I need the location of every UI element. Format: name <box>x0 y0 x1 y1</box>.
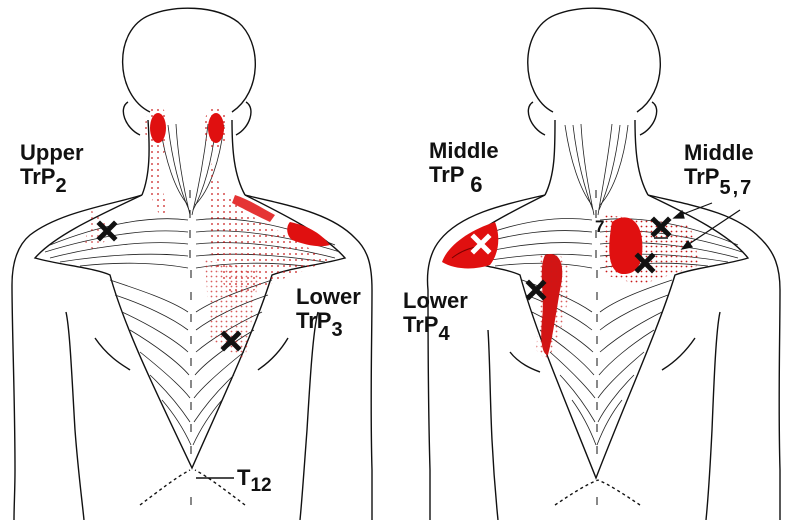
label-prefix: TrP <box>403 312 439 337</box>
label-lower-trp3: Lower TrP3 <box>296 284 361 342</box>
label-prefix: TrP <box>296 308 332 333</box>
label-title: Lower <box>403 288 468 313</box>
x-mark-icon <box>220 330 242 352</box>
left-trapezius-outline <box>33 194 347 470</box>
label-title: Middle <box>429 138 499 163</box>
label-subscript: 6 <box>470 172 483 197</box>
label-title: Lower <box>296 284 361 309</box>
right-spine <box>595 190 598 505</box>
left-figure <box>11 7 373 520</box>
right-pain-zones <box>442 215 700 360</box>
label-middle-trp6: Middle TrP 6 <box>429 138 499 197</box>
label-middle-trp5-7: Middle TrP5,7 <box>684 140 754 200</box>
label-lower-trp4: Lower TrP4 <box>403 288 468 346</box>
vertebra-number-label: 7 <box>595 217 605 236</box>
label-prefix: TrP <box>684 164 720 189</box>
right-torso-outline <box>426 194 546 520</box>
x-mark-icon <box>634 252 656 274</box>
x-mark-icon <box>650 216 672 238</box>
label-t12: T12 <box>237 465 272 496</box>
label-prefix: TrP <box>429 162 465 187</box>
label-title: Upper <box>20 140 84 165</box>
left-torso-outline <box>11 194 143 520</box>
arrow-icon <box>672 202 741 250</box>
label-upper-trp2: Upper TrP2 <box>20 140 84 198</box>
label-subscript: 2 <box>55 175 67 197</box>
left-spine <box>189 190 192 505</box>
label-subscript: 3 <box>331 319 343 341</box>
label-subscript: 5,7 <box>719 177 754 199</box>
left-head-outline <box>122 7 256 113</box>
right-head-outline <box>527 7 661 113</box>
label-subscript: 12 <box>250 475 272 496</box>
label-prefix: T <box>237 465 251 490</box>
label-title: Middle <box>684 140 754 165</box>
x-mark-icon <box>470 233 492 255</box>
x-mark-icon <box>96 220 118 242</box>
label-prefix: TrP <box>20 164 56 189</box>
left-pain-zones <box>85 106 330 360</box>
label-subscript: 4 <box>438 323 450 345</box>
x-mark-icon <box>525 279 547 301</box>
